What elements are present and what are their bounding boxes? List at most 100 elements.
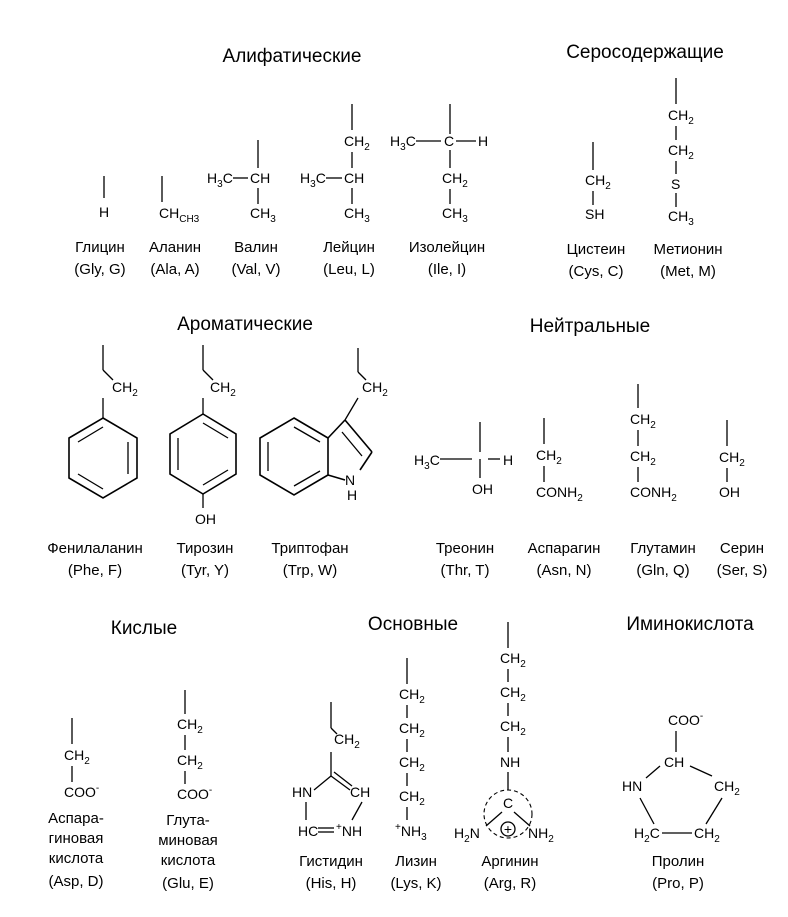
name-line: кислота — [49, 850, 104, 867]
code-cysteine: (Cys, C) — [569, 263, 624, 280]
atom-n: N — [345, 472, 355, 488]
name-aspartic-acid: Аспара- гиновая кислота (Asp, D) — [48, 810, 104, 890]
group-ch2: CH2 — [630, 448, 656, 468]
group-hn: HN — [622, 778, 642, 794]
name-alanine: Аланин — [149, 239, 201, 256]
group-nh3-plus: +NH3 — [395, 822, 427, 843]
group-ch2: CH2 — [694, 825, 720, 845]
group-ch: CH — [350, 784, 370, 800]
name-proline: Пролин — [652, 853, 705, 870]
code-aspartic-acid: (Asp, D) — [48, 873, 103, 890]
double-bond — [77, 473, 104, 490]
group-h2c: H2C — [634, 825, 660, 845]
header-basic: Основные — [368, 614, 458, 635]
pyrrole-bond — [327, 474, 346, 481]
header-neutral: Нейтральные — [530, 316, 650, 337]
structure-glutamic-acid: CH2 CH2 COO- — [177, 690, 212, 802]
code-asparagine: (Asn, N) — [536, 562, 591, 579]
benzene-ring — [68, 417, 138, 499]
double-bond — [77, 426, 104, 443]
structure-histidine: CH2 HN CH HC +NH — [292, 702, 370, 839]
code-serine: (Ser, S) — [717, 562, 768, 579]
group-ch2: CH2 — [630, 411, 656, 431]
group-h3c: H3C — [390, 133, 416, 153]
name-line: кислота — [161, 852, 216, 869]
structure-asparagine: CH2 CONH2 — [536, 418, 583, 504]
name-line: миновая — [158, 832, 218, 849]
structure-glutamine: CH2 CH2 CONH2 — [630, 384, 677, 504]
code-leucine: (Leu, L) — [323, 261, 375, 278]
double-bond — [341, 431, 363, 457]
group-ch3: CH3 — [344, 205, 370, 225]
group-nh: NH — [500, 754, 520, 770]
group-ch2: CH2 — [668, 142, 694, 162]
bond — [313, 775, 332, 791]
structure-isoleucine: H3C C H CH2 CH3 — [390, 104, 488, 225]
structure-aspartic-acid: CH2 COO- — [64, 718, 99, 800]
header-acidic: Кислые — [111, 618, 178, 639]
structure-glycine: H — [99, 176, 109, 220]
group-h2n: H2N — [454, 825, 480, 845]
structure-cysteine: CH2 SH — [585, 142, 611, 222]
bond — [344, 397, 359, 421]
name-line: Глута- — [166, 812, 210, 829]
name-glycine: Глицин — [75, 239, 125, 256]
structure-lysine: CH2 CH2 CH2 CH2 +NH3 — [395, 658, 427, 843]
group-ch3: CH3 — [250, 205, 276, 225]
group-ch2: CH2 — [399, 788, 425, 808]
group-ch2: CH2 — [442, 170, 468, 190]
code-glutamine: (Gln, Q) — [636, 562, 689, 579]
group-ch2: CH2 — [536, 447, 562, 467]
structure-alanine: CHCH3 — [159, 176, 200, 225]
atom-h: H — [99, 204, 109, 220]
name-asparagine: Аспарагин — [528, 540, 601, 557]
group-ch2: CH2 — [585, 172, 611, 192]
header-aromatic: Ароматические — [177, 314, 313, 335]
code-tyrosine: (Tyr, Y) — [181, 562, 229, 579]
group-ch2: CH2 — [64, 747, 90, 767]
group-conh2: CONH2 — [536, 484, 583, 504]
double-bond — [293, 426, 321, 443]
name-leucine: Лейцин — [323, 239, 375, 256]
name-arginine: Аргинин — [481, 853, 538, 870]
bond — [639, 797, 655, 825]
atom-s: S — [671, 176, 680, 192]
code-methionine: (Met, M) — [660, 263, 716, 280]
bond — [645, 765, 661, 779]
code-glutamic-acid: (Glu, E) — [162, 875, 214, 892]
group-nh-plus: +NH — [336, 822, 362, 839]
bond — [351, 801, 363, 821]
atom-h: H — [347, 487, 357, 503]
pyrrole-bond — [344, 419, 373, 453]
double-bond — [333, 771, 353, 787]
plus-charge: + — [504, 821, 512, 837]
name-phenylalanine: Фенилаланин — [47, 540, 143, 557]
group-sh: SH — [585, 206, 604, 222]
name-tyrosine: Тирозин — [177, 540, 234, 557]
group-coo: COO- — [668, 711, 703, 728]
group-ch: CH — [250, 170, 270, 186]
group-ch3: CH3 — [442, 205, 468, 225]
group-ch2: CH2 — [399, 720, 425, 740]
group-coo: COO- — [64, 783, 99, 800]
name-isoleucine: Изолейцин — [409, 239, 485, 256]
structure-arginine: CH2 CH2 CH2 NH C + H2N NH2 — [454, 622, 554, 845]
structure-serine: CH2 OH — [719, 420, 745, 500]
structure-methionine: CH2 CH2 S CH3 — [668, 78, 694, 228]
structure-leucine: CH2 H3C CH CH3 — [300, 104, 370, 225]
group-hn: HN — [292, 784, 312, 800]
code-threonine: (Thr, T) — [441, 562, 490, 579]
group-ch2: CH2 — [500, 684, 526, 704]
header-aliphatic: Алифатические — [223, 46, 362, 67]
code-isoleucine: (Ile, I) — [428, 261, 466, 278]
group-conh2: CONH2 — [630, 484, 677, 504]
group-ch2: CH2 — [334, 731, 360, 751]
group-ch3: CHCH3 — [159, 205, 200, 225]
group-ch2: CH2 — [714, 778, 740, 798]
code-phenylalanine: (Phe, F) — [68, 562, 122, 579]
group-oh: OH — [719, 484, 740, 500]
structure-proline: COO- CH HN CH2 H2C CH2 — [622, 711, 740, 845]
name-glutamine: Глутамин — [630, 540, 696, 557]
bond — [102, 369, 114, 381]
